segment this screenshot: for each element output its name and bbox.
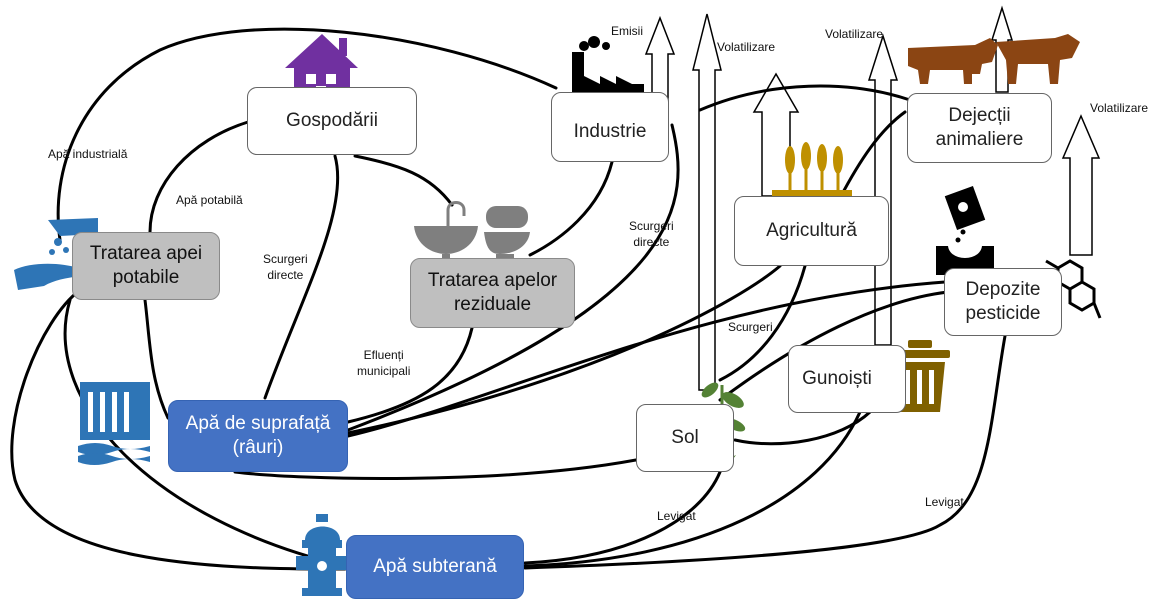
flow-tratare-subterana: [63, 298, 347, 568]
cattle-icon: [908, 34, 1080, 84]
fire-hydrant-icon: [296, 514, 348, 596]
node-apa-de-suprafata: Apă de suprafață (râuri): [168, 400, 348, 472]
flow-dejectii-agri: [838, 110, 907, 200]
label-scurgeri: Scurgeri: [728, 320, 773, 334]
flow-pesticide-suprafata: [346, 280, 947, 438]
flow-pesticide-sol: [718, 290, 950, 402]
flow-lines: [10, 27, 1007, 571]
volatilizare-arrow-gunoisti: [867, 33, 899, 346]
flow-dejectii-industrie: [698, 84, 912, 112]
volatilizare-arrow-sol: [692, 13, 722, 391]
node-industrie: Industrie: [551, 92, 669, 162]
label-apa-potabila: Apă potabilă: [176, 193, 243, 207]
hand-water-icon: [14, 218, 98, 290]
label-efluenti-municipali: Efluenți municipali: [357, 348, 411, 378]
flow-gunoisti-sol: [733, 410, 872, 446]
label-scurgeri-directe-gospodarii: Scurgeri directe: [263, 252, 308, 282]
sink-toilet-icon: [414, 201, 530, 262]
flow-industrie-tratare-rez: [528, 160, 614, 257]
node-tratarea-apei-potabile: Tratarea apei potabile: [72, 232, 220, 300]
flow-tratare-rez-suprafata: [346, 326, 474, 424]
flow-tratare-gospodarii: [148, 120, 250, 234]
flow-agri-sol: [718, 264, 807, 382]
flow-industrie-apa-industriala: [56, 27, 558, 242]
node-gospodarii: Gospodării: [247, 87, 417, 155]
node-depozite-pesticide: Depozite pesticide: [944, 268, 1062, 336]
flow-gunoisti-subterana: [523, 410, 862, 568]
flow-sol-subterana: [523, 470, 722, 565]
label-levigat-pesticide: Levigat: [925, 495, 964, 509]
node-gunoisti: Gunoiști: [788, 345, 906, 413]
label-scurgeri-directe-industrie: Scurgeri directe: [629, 219, 674, 249]
label-volatilizare-gunoisti: Volatilizare: [825, 27, 884, 41]
flow-suprafata-sol: [233, 458, 638, 481]
label-volatilizare-sol: Volatilizare: [717, 40, 776, 54]
flow-tratare-suprafata: [143, 298, 170, 420]
flow-pesticide-subterana: [523, 334, 1007, 570]
node-apa-subterana: Apă subterană: [346, 535, 524, 599]
node-sol: Sol: [636, 404, 734, 472]
wheat-icon: [772, 142, 852, 198]
label-emisii: Emisii: [611, 24, 643, 38]
flow-industrie-scurgeri: [346, 123, 680, 432]
node-tratarea-apelor-reziduale: Tratarea apelor reziduale: [410, 258, 575, 328]
emission-arrows: [644, 5, 1101, 391]
label-apa-industriala: Apă industrială: [48, 147, 128, 161]
flow-subterana-tratare: [10, 288, 347, 571]
flow-gospodarii-tratare-rez: [353, 154, 454, 207]
pesticide-icon: [936, 185, 994, 275]
node-dejectii-animaliere: Dejecții animaliere: [907, 93, 1052, 163]
waterfall-icon: [78, 382, 150, 465]
volatilizare-arrow-pesticide: [1061, 114, 1101, 256]
node-agricultura: Agricultură: [734, 196, 889, 266]
label-levigat-sol: Levigat: [657, 509, 696, 523]
label-volatilizare-pesticide: Volatilizare: [1090, 101, 1149, 115]
flow-gospodarii-suprafata: [263, 154, 340, 400]
